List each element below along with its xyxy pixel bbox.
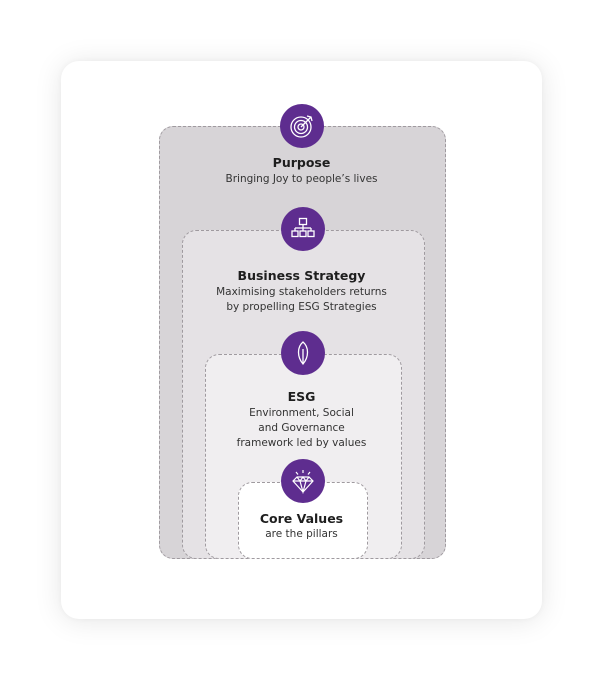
business-strategy-line-2: by propelling ESG Strategies bbox=[226, 301, 377, 313]
business-strategy-title: Business Strategy bbox=[237, 268, 366, 283]
esg-title: ESG bbox=[287, 389, 316, 404]
purpose-title: Purpose bbox=[272, 155, 331, 170]
org-chart-icon bbox=[281, 207, 325, 251]
core-values-layer bbox=[238, 482, 368, 559]
esg-line-1: Environment, Social bbox=[249, 407, 354, 419]
core-values-title: Core Values bbox=[259, 511, 344, 526]
leaf-icon bbox=[281, 331, 325, 375]
target-icon bbox=[280, 104, 324, 148]
diamond-icon bbox=[281, 459, 325, 503]
business-strategy-line-1: Maximising stakeholders returns bbox=[216, 286, 387, 298]
esg-line-3: framework led by values bbox=[236, 437, 367, 449]
core-values-line-1: are the pillars bbox=[265, 528, 338, 540]
purpose-line-1: Bringing Joy to people’s lives bbox=[225, 173, 378, 185]
esg-line-2: and Governance bbox=[258, 422, 345, 434]
